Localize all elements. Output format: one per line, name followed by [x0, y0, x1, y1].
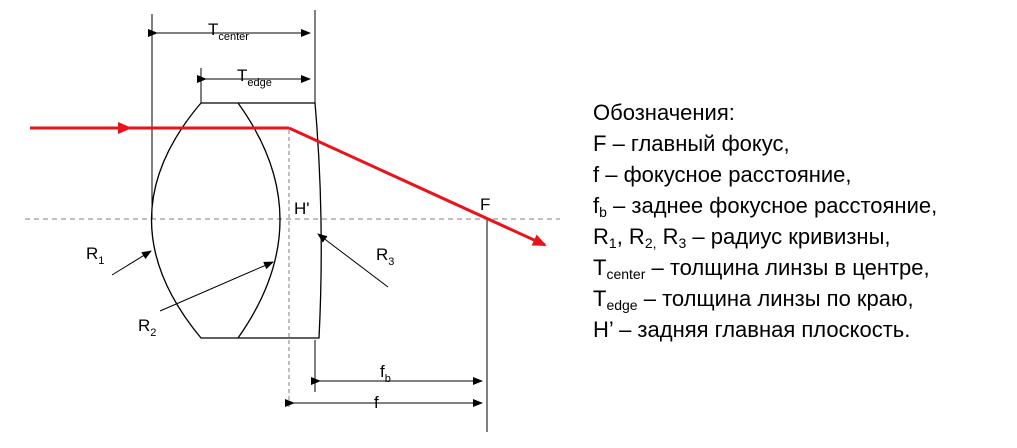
legend-symbol: , R	[616, 224, 645, 249]
legend-subscript: center	[606, 266, 646, 282]
r3-leader	[317, 233, 389, 288]
ray-refracted	[288, 126, 547, 247]
legend-symbol: T	[593, 286, 607, 311]
legend-symbol: f	[593, 162, 600, 187]
legend-subscript: 3	[678, 235, 687, 251]
lens-front-element	[151, 102, 281, 339]
r2-label: R2	[138, 316, 156, 339]
legend-symbol: T	[593, 255, 607, 280]
legend-item-radius: R1, R2, R3 – радиус кривизны,	[593, 221, 937, 252]
r1-label: R1	[86, 244, 104, 267]
legend-subscript: edge	[606, 297, 638, 313]
legend-symbol: R	[656, 224, 679, 249]
legend-item-back-focal-length: fb – заднее фокусное расстояние,	[593, 190, 937, 221]
legend-symbol: F	[593, 131, 607, 156]
legend-description: – радиус кривизны,	[686, 224, 891, 249]
legend-symbol: f	[593, 193, 600, 218]
legend-description: – фокусное расстояние,	[599, 162, 852, 187]
legend-description: – толщина линзы в центре,	[645, 255, 930, 280]
t-edge-label: Tedge	[237, 66, 272, 89]
r1-leader	[111, 250, 152, 276]
legend-title: Обозначения:	[593, 100, 735, 125]
legend-item-center-thickness: Tcenter – толщина линзы в центре,	[593, 252, 937, 283]
h-prime-label: H'	[294, 199, 310, 218]
legend-item-principal-plane: H’ – задняя главная плоскость.	[593, 314, 937, 345]
legend-description: – толщина линзы по краю,	[637, 286, 914, 311]
legend-item-focus: F – главный фокус,	[593, 128, 937, 159]
legend-item-focal-length: f – фокусное расстояние,	[593, 159, 937, 190]
legend-subscript: 2,	[644, 235, 657, 251]
f-label: f	[374, 393, 379, 412]
legend-item-edge-thickness: Tedge – толщина линзы по краю,	[593, 283, 937, 314]
legend-description: – главный фокус,	[606, 131, 790, 156]
legend-symbol: R	[593, 224, 609, 249]
legend-symbol: H’	[593, 317, 613, 342]
fb-label: fb	[380, 362, 391, 385]
r3-label: R3	[376, 245, 394, 268]
legend: Обозначения: F – главный фокус, f – фоку…	[593, 97, 937, 345]
lens-doublet	[151, 102, 322, 339]
legend-description: – заднее фокусное расстояние,	[606, 193, 938, 218]
lens-rear-element	[238, 102, 322, 339]
focus-label: F	[480, 195, 490, 214]
r2-leader	[159, 261, 274, 312]
legend-subscript: b	[599, 204, 607, 220]
legend-description: – задняя главная плоскость.	[612, 317, 911, 342]
legend-subscript: 1	[608, 235, 617, 251]
t-center-label: Tcenter	[208, 20, 249, 43]
